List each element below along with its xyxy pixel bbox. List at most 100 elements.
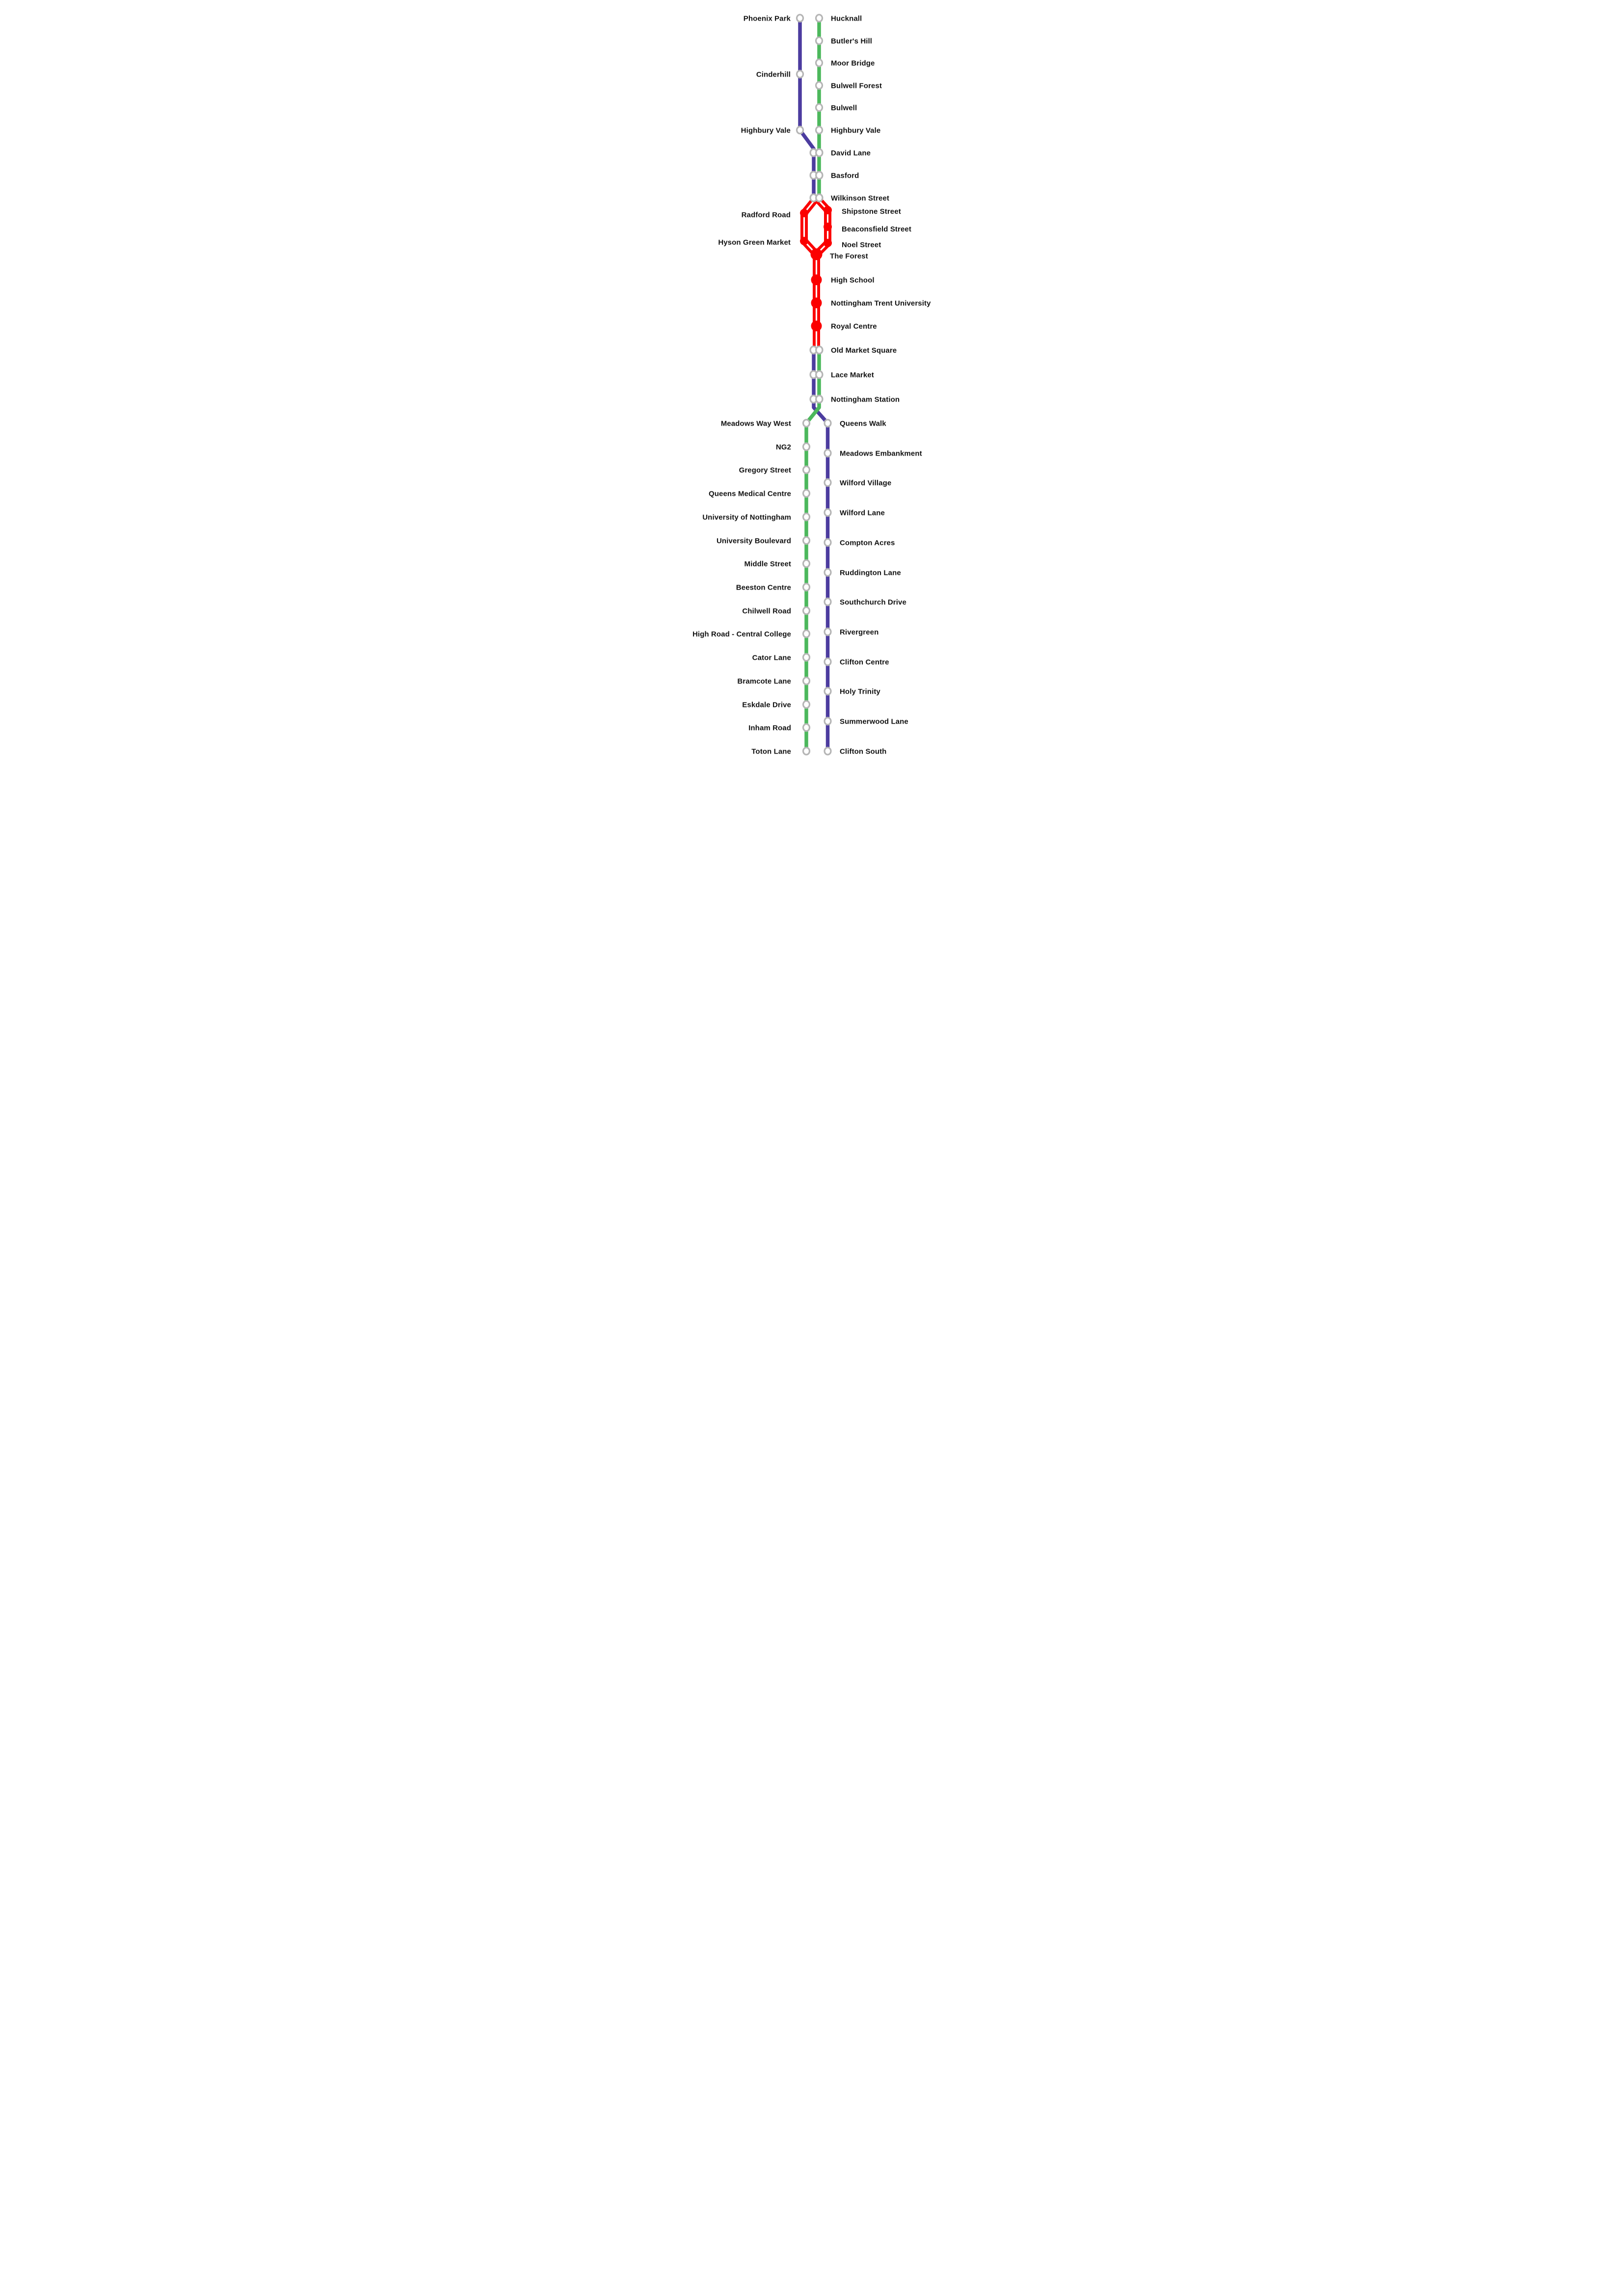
hyson-green-market-marker xyxy=(799,237,808,245)
station-ruddington-lane: Ruddington Lane xyxy=(823,568,901,577)
meadows-way-west-marker xyxy=(802,419,810,428)
meadows-way-west-label: Meadows Way West xyxy=(720,419,791,428)
station-bulwell-forest: Bulwell Forest xyxy=(815,81,882,90)
lace-market-marker xyxy=(815,370,824,379)
station-meadows-way-west: Meadows Way West xyxy=(720,419,810,428)
station-shipstone-street: Shipstone Street xyxy=(823,206,901,216)
nottingham-trent-university-label: Nottingham Trent University xyxy=(831,299,931,307)
station-highbury-vale-green: Highbury Vale xyxy=(815,126,880,135)
station-noel-street: Noel Street xyxy=(823,239,881,249)
wilkinson-street-marker xyxy=(815,193,824,203)
wilford-village-label: Wilford Village xyxy=(840,479,891,487)
station-clifton-south: Clifton South xyxy=(823,747,886,756)
line-paths xyxy=(798,18,831,751)
station-phoenix-park: Phoenix Park xyxy=(743,14,804,23)
david-lane-marker xyxy=(815,148,824,158)
phoenix-park-label: Phoenix Park xyxy=(743,14,791,23)
station-queens-medical-centre: Queens Medical Centre xyxy=(709,489,810,498)
shipstone-street-marker xyxy=(823,206,832,215)
compton-acres-label: Compton Acres xyxy=(840,539,895,547)
royal-centre-marker xyxy=(811,321,822,331)
shipstone-street-label: Shipstone Street xyxy=(842,207,901,216)
hucknall-marker xyxy=(815,14,823,23)
station-hucknall: Hucknall xyxy=(815,14,862,23)
eskdale-drive-label: Eskdale Drive xyxy=(742,701,791,709)
clifton-centre-label: Clifton Centre xyxy=(840,658,889,666)
royal-centre-label: Royal Centre xyxy=(831,322,877,330)
phoenix-park-marker xyxy=(796,14,804,23)
university-of-nottingham-marker xyxy=(802,513,810,521)
the-forest-marker xyxy=(810,248,822,260)
station-compton-acres: Compton Acres xyxy=(823,538,895,547)
high-school-marker xyxy=(811,274,822,285)
station-university-boulevard: University Boulevard xyxy=(716,536,810,545)
university-of-nottingham-label: University of Nottingham xyxy=(702,513,791,521)
beeston-centre-marker xyxy=(802,583,810,592)
meadows-embankment-marker xyxy=(823,449,832,458)
hyson-green-market-label: Hyson Green Market xyxy=(718,238,791,246)
station-queens-walk: Queens Walk xyxy=(823,419,886,428)
middle-street-label: Middle Street xyxy=(744,560,791,568)
queens-walk-marker xyxy=(823,419,832,428)
gregory-street-label: Gregory Street xyxy=(739,466,791,474)
noel-street-marker xyxy=(823,239,832,247)
bulwell-label: Bulwell xyxy=(831,104,857,112)
hucknall-label: Hucknall xyxy=(831,14,862,23)
clifton-south-marker xyxy=(823,747,832,756)
station-high-road-central-college: High Road - Central College xyxy=(692,629,810,638)
queens-medical-centre-marker xyxy=(802,489,810,498)
noel-street-label: Noel Street xyxy=(842,241,881,249)
station-inham-road: Inham Road xyxy=(748,723,810,732)
chilwell-road-marker xyxy=(802,606,810,615)
station-toton-lane: Toton Lane xyxy=(751,747,810,756)
station-eskdale-drive: Eskdale Drive xyxy=(742,700,810,709)
station-moor-bridge: Moor Bridge xyxy=(815,58,875,67)
the-forest-label: The Forest xyxy=(830,252,868,260)
station-royal-centre: Royal Centre xyxy=(811,321,877,331)
station-bulwell: Bulwell xyxy=(815,103,857,112)
wilford-village-marker xyxy=(823,478,832,487)
station-beaconsfield-street: Beaconsfield Street xyxy=(823,222,911,233)
ruddington-lane-marker xyxy=(823,568,832,577)
lace-market-label: Lace Market xyxy=(831,371,874,379)
station-cator-lane: Cator Lane xyxy=(752,653,810,662)
basford-label: Basford xyxy=(831,171,859,180)
ruddington-lane-label: Ruddington Lane xyxy=(840,568,901,577)
station-butlers-hill: Butler's Hill xyxy=(815,36,872,45)
ng2-label: NG2 xyxy=(775,443,791,451)
nottingham-station-marker xyxy=(815,394,824,404)
nottingham-trent-university-marker xyxy=(811,297,822,308)
cator-lane-marker xyxy=(802,653,810,662)
wilford-lane-label: Wilford Lane xyxy=(840,509,885,517)
station-ng2: NG2 xyxy=(775,442,810,451)
cator-lane-label: Cator Lane xyxy=(752,653,791,662)
moor-bridge-marker xyxy=(815,58,823,67)
gregory-street-marker xyxy=(802,465,810,474)
inham-road-label: Inham Road xyxy=(748,724,791,732)
station-meadows-embankment: Meadows Embankment xyxy=(823,449,922,458)
high-road-central-college-label: High Road - Central College xyxy=(692,630,791,638)
station-basford: Basford xyxy=(809,170,859,180)
station-nottingham-trent-university: Nottingham Trent University xyxy=(811,297,931,308)
wilford-lane-marker xyxy=(823,508,832,517)
bramcote-lane-marker xyxy=(802,676,810,685)
old-market-square-label: Old Market Square xyxy=(831,346,897,354)
purple-line-upper xyxy=(798,18,816,198)
clifton-south-label: Clifton South xyxy=(840,747,886,756)
station-high-school: High School xyxy=(811,274,874,285)
highbury-vale-purple-label: Highbury Vale xyxy=(741,126,790,135)
university-boulevard-label: University Boulevard xyxy=(716,537,791,545)
station-holy-trinity: Holy Trinity xyxy=(823,687,880,696)
cinderhill-marker xyxy=(796,70,804,79)
bulwell-forest-label: Bulwell Forest xyxy=(831,81,882,90)
station-bramcote-lane: Bramcote Lane xyxy=(737,676,810,685)
red-loop-left-inner xyxy=(803,197,817,255)
eskdale-drive-marker xyxy=(802,700,810,709)
toton-lane-label: Toton Lane xyxy=(751,747,791,756)
station-university-of-nottingham: University of Nottingham xyxy=(702,513,810,521)
southchurch-drive-marker xyxy=(823,597,832,606)
station-gregory-street: Gregory Street xyxy=(739,465,810,474)
butlers-hill-label: Butler's Hill xyxy=(831,37,872,45)
nottingham-station-label: Nottingham Station xyxy=(831,395,900,404)
